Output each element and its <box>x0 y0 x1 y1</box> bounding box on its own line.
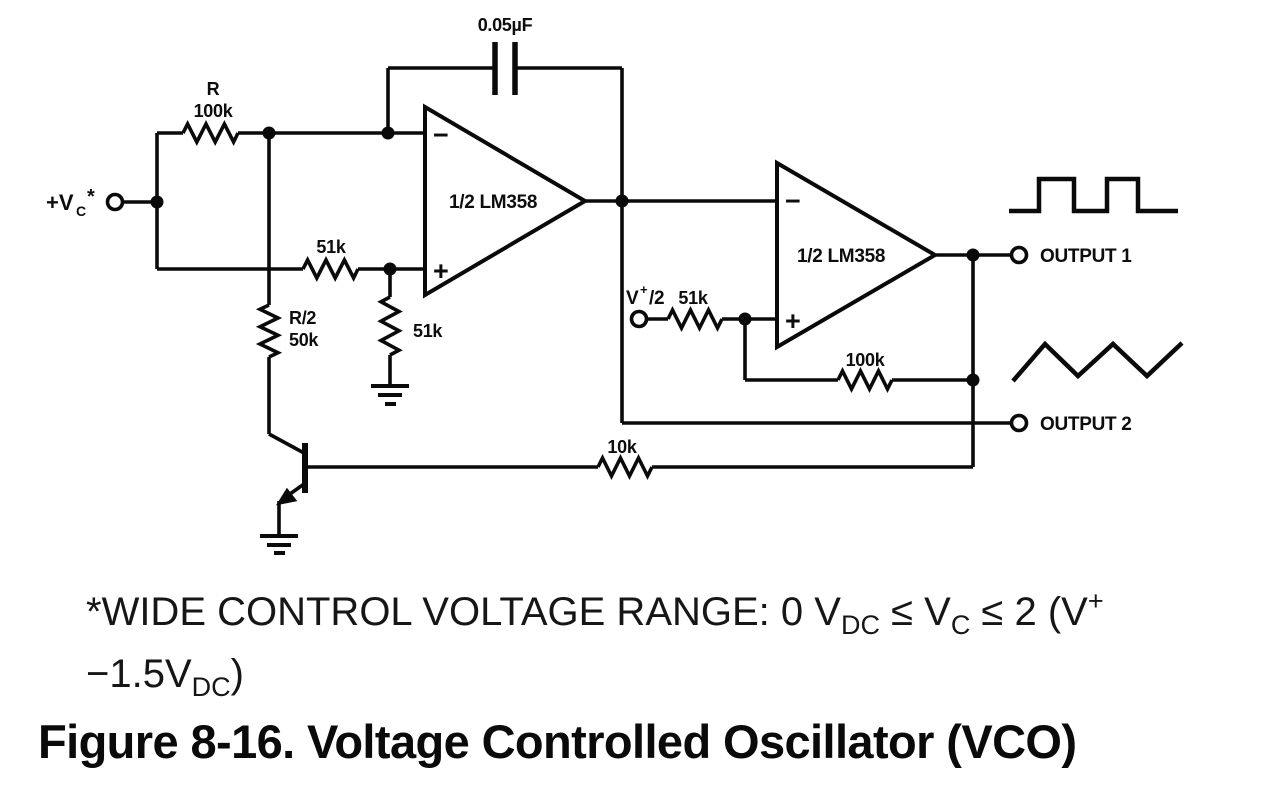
opamp2-plus-pin: + <box>785 306 801 336</box>
junction-dots <box>150 126 980 387</box>
resistor-100k-feedback-label: 100k <box>846 350 886 370</box>
footnote-text: −1.5V <box>86 652 192 697</box>
capacitor-label: 0.05µF <box>478 15 533 35</box>
footnote-text: ≤ V <box>879 590 951 634</box>
resistor-r-name: R <box>207 79 220 99</box>
vref-label-base: V <box>626 288 639 309</box>
footnote-line1: *WIDE CONTROL VOLTAGE RANGE: 0 VDC ≤ VC … <box>86 582 1226 645</box>
output2-label: OUTPUT 2 <box>1040 414 1132 435</box>
resistor-10k-base <box>596 453 654 481</box>
square-wave-icon <box>1009 176 1178 214</box>
resistor-51k-ref-label: 51k <box>678 288 708 308</box>
vref-label-den: /2 <box>649 288 664 309</box>
opamp1-minus-pin: − <box>433 120 449 150</box>
vc-label-star: * <box>87 186 95 208</box>
resistor-r2-50k <box>255 303 283 359</box>
output1-terminal: OUTPUT 1 <box>1009 245 1133 267</box>
resistor-100k-feedback <box>836 366 894 394</box>
footnote-text: *WIDE CONTROL VOLTAGE RANGE: 0 V <box>86 590 841 634</box>
resistor-r-100k <box>181 120 240 147</box>
vc-label-base: +V <box>46 190 74 215</box>
output2-terminal: OUTPUT 2 <box>1009 413 1132 435</box>
opamp2-minus-pin: − <box>785 186 801 216</box>
ground-symbol-2 <box>260 534 298 555</box>
footnote-sub-dc: DC <box>840 610 880 640</box>
opamp1-label: 1/2 LM358 <box>449 192 537 213</box>
footnote-sub-c: C <box>950 610 971 640</box>
footnote-text: ) <box>230 652 244 697</box>
figure-caption: Figure 8-16. Voltage Controlled Oscillat… <box>38 715 1077 768</box>
vc-input-terminal: +V C * <box>46 186 125 219</box>
vref-label-sup: + <box>640 282 648 297</box>
resistor-51k-ref <box>666 305 724 333</box>
resistor-r2-name: R/2 <box>289 308 316 328</box>
triangle-wave-icon <box>1011 340 1184 383</box>
resistor-10k-label: 10k <box>607 437 637 457</box>
footnote-sup-plus: + <box>1087 586 1104 616</box>
resistor-r2-value: 50k <box>289 330 319 350</box>
resistor-51k-input <box>301 256 360 283</box>
vc-label-sub: C <box>76 203 86 219</box>
output1-label: OUTPUT 1 <box>1040 246 1132 267</box>
resistor-51k-ground-label: 51k <box>413 321 443 341</box>
resistor-51k-input-label: 51k <box>316 237 346 257</box>
npn-transistor <box>268 432 308 535</box>
footnote-sub-dc2: DC <box>191 672 231 703</box>
resistor-r-value: 100k <box>194 101 234 121</box>
opamp-1: − + 1/2 LM358 <box>423 103 589 299</box>
footnote-line2: −1.5VDC) <box>86 645 1226 707</box>
resistor-51k-ground <box>377 295 403 357</box>
opamp1-plus-pin: + <box>433 256 449 286</box>
footnote: *WIDE CONTROL VOLTAGE RANGE: 0 VDC ≤ VC … <box>86 582 1226 707</box>
opamp-2: − + 1/2 LM358 <box>775 159 939 351</box>
feedback-capacitor: 0.05µF <box>478 15 533 95</box>
opamp2-label: 1/2 LM358 <box>797 246 885 267</box>
vco-schematic: 0.05µF R 100k 51k 51k R/2 50k 51k 100k <box>46 15 1184 555</box>
footnote-text: ≤ 2 (V <box>970 590 1088 634</box>
ground-symbol-1 <box>371 384 409 406</box>
vref-input-terminal: V + /2 <box>626 282 665 329</box>
